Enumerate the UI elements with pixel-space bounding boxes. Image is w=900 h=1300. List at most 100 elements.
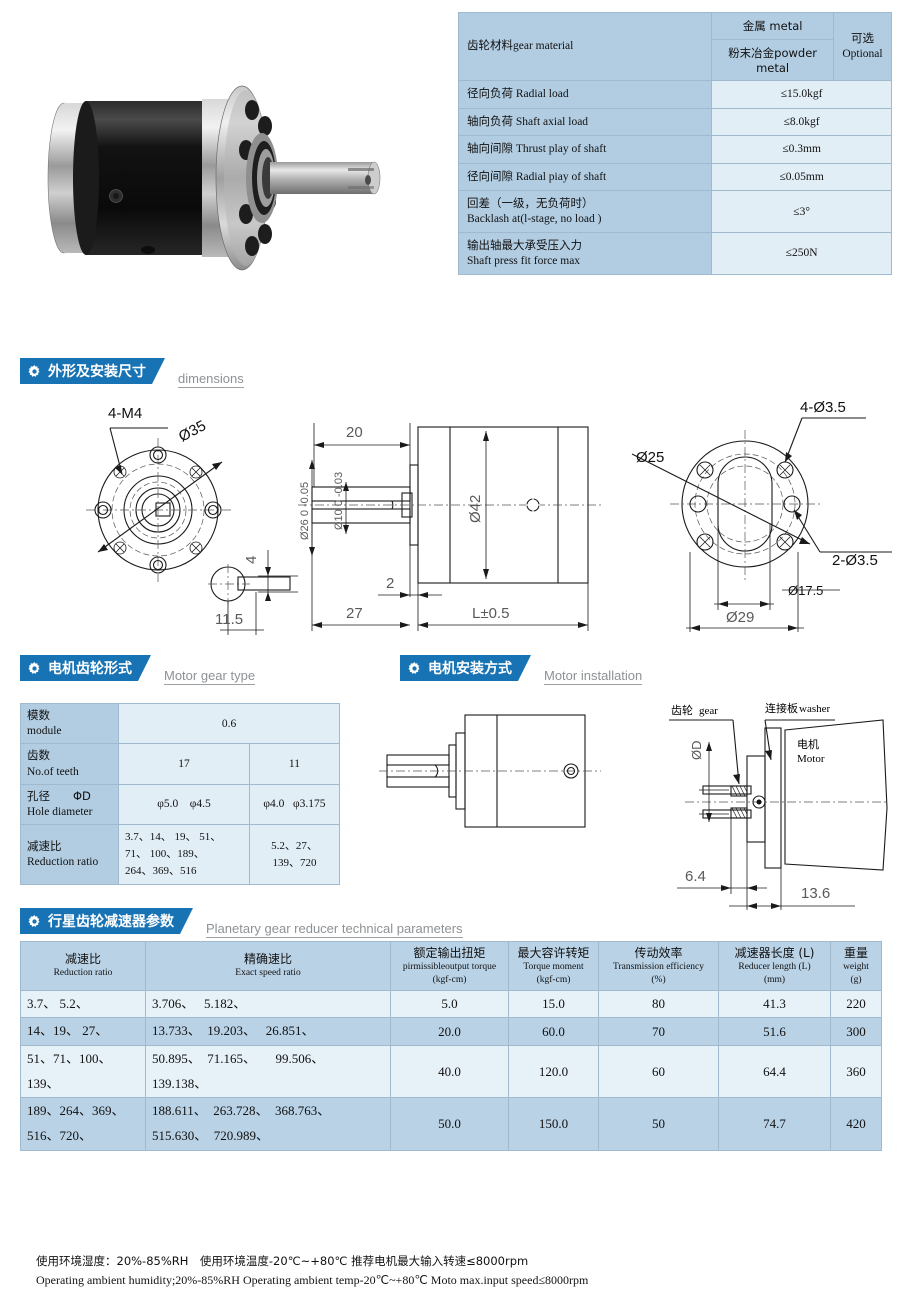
section-header-gear-type: 电机齿轮形式 Motor gear type: [20, 655, 256, 685]
dim-27: 27: [346, 605, 363, 622]
gt-value-teeth-11: 11: [248, 743, 341, 785]
gear-icon: [27, 661, 42, 676]
spec-value-press-fit: ≤250N: [711, 231, 892, 275]
cell-exact: 50.895、 71.165、 99.506、 139.138、: [145, 1045, 391, 1099]
table-row: 径向间隙 Radial piay of shaft ≤0.05mm: [457, 162, 892, 192]
drawing-side-view: Ø42 20 2 27 L±0: [290, 405, 610, 645]
product-photo: [30, 68, 400, 283]
label-motor-en: Motor: [797, 753, 825, 765]
dim-pitch-29: Ø29: [726, 609, 754, 626]
spec-value-axial-load: ≤8.0kgf: [711, 107, 892, 137]
section-title-en: dimensions: [178, 371, 244, 388]
dim-holes-2: 2-Ø3.5: [832, 552, 878, 569]
spec-label-radial-load: 径向负荷 Radial load: [457, 80, 713, 109]
dim-pitch-17-5: Ø17.5: [788, 583, 823, 598]
cell-exact: 188.611、 263.728、 368.763、 515.630、 720.…: [145, 1097, 391, 1151]
table-row: 输出轴最大承受压入力 Shaft press fit force max ≤25…: [457, 231, 892, 275]
label-washer-cn: 连接板: [765, 701, 798, 715]
section-banner-parameters: 行星齿轮减速器参数: [20, 908, 193, 934]
spec-label-radial-play: 径向间隙 Radial piay of shaft: [457, 162, 713, 192]
section-title-en: Motor gear type: [164, 668, 256, 685]
cell-ratio: 51、71、100、 139、: [20, 1045, 146, 1099]
gear-icon: [27, 914, 42, 929]
table-row: 51、71、100、 139、 50.895、 71.165、 99.506、 …: [20, 1045, 882, 1099]
cell-weight: 420: [830, 1097, 882, 1151]
table-row: 3.7、 5.2、 3.706、 5.182、 5.0 15.0 80 41.3…: [20, 989, 882, 1019]
dim-shaft-10: Ø10 0 -0.03: [333, 472, 345, 530]
dim-20: 20: [346, 424, 363, 441]
table-header-row: 减速比 Reduction ratio 精确速比 Exact speed rat…: [20, 941, 882, 991]
drawing-gearbox-profile: [375, 705, 605, 865]
dim-gear-diameter: ØD: [689, 741, 704, 761]
spec-label-axial-load: 轴向负荷 Shaft axial load: [457, 107, 713, 137]
section-title-en: Planetary gear reducer technical paramet…: [206, 921, 463, 938]
col-output-torque: 额定输出扭矩 pirmissibleoutput torque (kgf-cm): [390, 941, 509, 991]
label-motor-cn: 电机: [797, 737, 819, 751]
spec-value-radial-play: ≤0.05mm: [711, 162, 892, 192]
cell-moment: 120.0: [508, 1045, 599, 1099]
dim-2: 2: [386, 575, 394, 592]
table-row: 齿轮材料gear material 金属 metal 可选 Optional: [457, 12, 893, 81]
cell-weight: 300: [830, 1017, 882, 1047]
cell-exact: 3.706、 5.182、: [145, 989, 391, 1019]
dim-bore-26: Ø26 0 -0.05: [299, 482, 311, 540]
drawing-shaft-dims: Ø26 0 -0.05 Ø10 0 -0.03: [298, 448, 368, 568]
cell-moment: 150.0: [508, 1097, 599, 1151]
cell-weight: 360: [830, 1045, 882, 1099]
cell-efficiency: 60: [598, 1045, 719, 1099]
cell-torque: 5.0: [390, 989, 509, 1019]
dim-bore-25: Ø25: [636, 449, 664, 466]
table-row: 189、264、369、 516、720、 188.611、 263.728、 …: [20, 1097, 882, 1151]
drawing-rear-flange: 4-Ø3.5 2-Ø3.5 Ø25 Ø17.5 Ø29: [630, 392, 900, 642]
spec-label-backlash: 回差（一级，无负荷时） Backlash at(l-stage, no load…: [457, 190, 713, 233]
dim-6-4: 6.4: [685, 868, 706, 885]
spec-label-thrust-play: 轴向间隙 Thrust play of shaft: [457, 135, 713, 164]
gt-value-ratio-17: 3.7、14、 19、 51、 71、 100、189、 264、369、516: [118, 824, 250, 886]
dim-4-m4: 4-M4: [108, 405, 142, 422]
cell-moment: 15.0: [508, 989, 599, 1019]
spec-value-thrust-play: ≤0.3mm: [711, 135, 892, 164]
label-washer-en: washer: [799, 703, 830, 715]
cell-ratio: 14、19、 27、: [20, 1017, 146, 1047]
cell-moment: 60.0: [508, 1017, 599, 1047]
dim-holes-4: 4-Ø3.5: [800, 399, 846, 416]
gear-type-table: 模数 module 0.6 齿数 No.of teeth 17 11 孔径 ΦD…: [20, 702, 341, 886]
section-title-cn: 外形及安装尺寸: [48, 364, 146, 380]
section-banner-gear-type: 电机齿轮形式: [20, 655, 151, 681]
section-header-parameters: 行星齿轮减速器参数 Planetary gear reducer technic…: [20, 908, 463, 938]
col-reduction-ratio: 减速比 Reduction ratio: [20, 941, 146, 991]
section-header-dimensions: 外形及安装尺寸 dimensions: [20, 358, 244, 388]
cell-efficiency: 80: [598, 989, 719, 1019]
col-reducer-length: 减速器长度 (L) Reducer length (L) (mm): [718, 941, 831, 991]
table-row: 14、19、 27、 13.733、 19.203、 26.851、 20.0 …: [20, 1017, 882, 1047]
dim-body-diameter: Ø42: [467, 495, 484, 523]
table-row: 减速比 Reduction ratio 3.7、14、 19、 51、 71、 …: [20, 824, 341, 886]
spec-value-backlash: ≤3°: [711, 190, 892, 233]
cell-length: 51.6: [718, 1017, 831, 1047]
section-banner-installation: 电机安装方式: [400, 655, 531, 681]
cell-ratio: 3.7、 5.2、: [20, 989, 146, 1019]
gt-value-hole-11: φ4.0 φ3.175: [248, 783, 341, 826]
spec-label-gear-material: 齿轮材料gear material: [457, 12, 713, 81]
gt-label-module: 模数 module: [20, 702, 119, 745]
drawing-front-flange: 4-M4 Ø35 11.5 4: [60, 392, 360, 642]
section-title-cn: 电机安装方式: [428, 661, 512, 677]
cell-ratio: 189、264、369、 516、720、: [20, 1097, 146, 1151]
spec-material-metal: 金属 metal: [711, 12, 834, 40]
section-banner-dimensions: 外形及安装尺寸: [20, 358, 165, 384]
section-header-installation: 电机安装方式 Motor installation: [400, 655, 643, 685]
col-weight: 重量 weight (g): [830, 941, 882, 991]
dim-key-height: 4: [243, 556, 260, 564]
dim-keyway-width: 11.5: [215, 611, 243, 628]
spec-optional: 可选 Optional: [832, 12, 893, 81]
section-title-cn: 行星齿轮减速器参数: [48, 914, 174, 930]
section-title-en: Motor installation: [544, 668, 643, 685]
parameters-table: 减速比 Reduction ratio 精确速比 Exact speed rat…: [20, 941, 882, 1151]
cell-efficiency: 70: [598, 1017, 719, 1047]
cell-efficiency: 50: [598, 1097, 719, 1151]
gt-label-hole-diameter: 孔径 ΦD Hole diameter: [20, 783, 119, 826]
cell-torque: 40.0: [390, 1045, 509, 1099]
cell-exact: 13.733、 19.203、 26.851、: [145, 1017, 391, 1047]
gt-value-ratio-11: 5.2、27、 139、720: [248, 824, 341, 886]
